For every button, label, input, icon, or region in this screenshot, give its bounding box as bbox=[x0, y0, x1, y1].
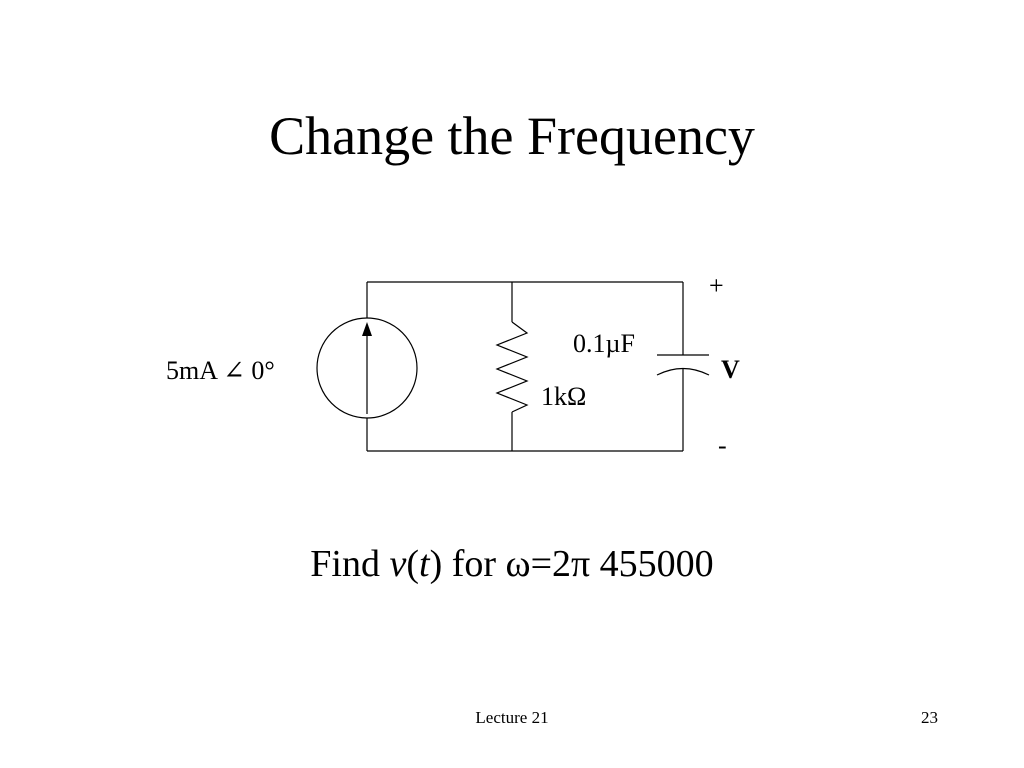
plus-label: + bbox=[709, 271, 724, 300]
task-suffix: for ω=2π 455000 bbox=[442, 543, 714, 585]
slide-title: Change the Frequency bbox=[269, 106, 755, 166]
task-prefix: Find bbox=[310, 543, 390, 585]
footer-page-number: 23 bbox=[921, 708, 938, 727]
task-v: v bbox=[389, 543, 407, 585]
minus-label: - bbox=[718, 431, 727, 460]
voltage-label: V bbox=[721, 355, 740, 384]
capacitor-label: 0.1µF bbox=[573, 329, 635, 358]
task-t: t bbox=[419, 543, 430, 585]
task-statement: Find v(t) for ω=2π 455000 bbox=[0, 540, 1024, 588]
task-close-paren: ) bbox=[429, 543, 443, 585]
task-open-paren: ( bbox=[406, 543, 420, 585]
resistor-zigzag bbox=[495, 321, 529, 413]
capacitor-plate-bottom bbox=[656, 367, 710, 376]
current-source-arrow-head bbox=[362, 322, 372, 336]
source-label: 5mA ∠ 0° bbox=[166, 356, 275, 385]
footer-lecture: Lecture 21 bbox=[475, 708, 549, 727]
resistor-label: 1kΩ bbox=[541, 382, 586, 411]
